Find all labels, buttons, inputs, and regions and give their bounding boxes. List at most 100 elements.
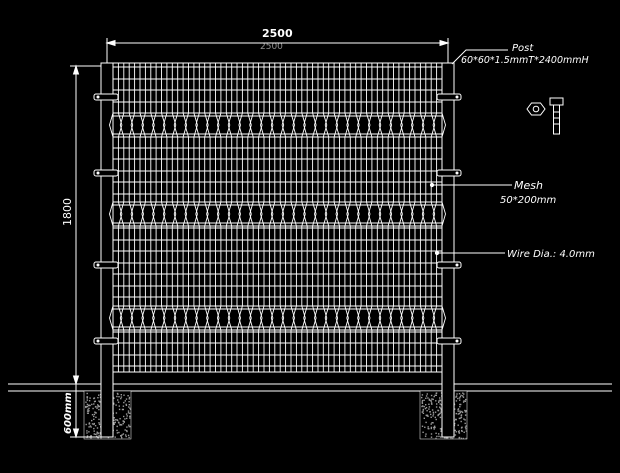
mesh-vertical-wire (130, 63, 136, 372)
height-dimension (70, 64, 101, 386)
mesh-spec: 50*200mm (500, 195, 557, 206)
mesh-vertical-wire (258, 63, 263, 372)
mesh-vertical-wire (430, 63, 436, 372)
mesh-vertical-wire (290, 63, 295, 372)
mesh-vertical-wire (292, 63, 297, 372)
width-arrow-right (439, 39, 450, 47)
mesh-vertical-wire (398, 63, 403, 372)
mesh-vertical-wire (206, 63, 211, 372)
mesh-vertical-wire (421, 63, 427, 372)
width-sub-label: 2500 (260, 42, 283, 52)
clip-left (93, 337, 119, 345)
width-label: 2500 (262, 27, 293, 40)
mesh-vertical-wire (109, 63, 114, 372)
mesh-vertical-wire (139, 63, 144, 372)
mesh-panel (109, 62, 446, 373)
mesh-vertical-wire (247, 63, 252, 372)
mesh-vertical-wire (411, 63, 416, 372)
mesh-vertical-wire (378, 63, 384, 372)
bolt-icon (549, 97, 564, 135)
mesh-vertical-wire (225, 63, 231, 372)
mesh-vertical-wire (270, 63, 276, 372)
mesh-vertical-wire (182, 63, 188, 372)
mesh-vertical-wire (357, 63, 362, 372)
mesh-frame (112, 62, 443, 373)
mesh-vertical-wire (432, 63, 438, 372)
post-leader-line (451, 49, 508, 65)
mesh-vertical-wire (303, 63, 308, 372)
wire-label: Wire Dia.: 4.0mm (507, 249, 595, 260)
mesh-vertical-wire (238, 63, 243, 372)
height-arrow-bottom (72, 375, 80, 386)
clip-left (93, 261, 119, 269)
mesh-vertical-wire (260, 63, 265, 372)
mesh-vertical-wire (419, 63, 425, 372)
clip-left (93, 169, 119, 177)
mesh-vertical-wire (281, 63, 287, 372)
clip-right (436, 261, 462, 269)
post-leader (451, 49, 508, 65)
post-clips (93, 93, 462, 345)
mesh-vertical-wire (195, 63, 200, 372)
mesh-vertical-wire (322, 63, 328, 372)
mesh-vertical-wire (376, 63, 382, 372)
mesh-vertical-wire (279, 63, 285, 372)
mesh-vertical-wire (236, 63, 241, 372)
mesh-vertical-wire (204, 63, 209, 372)
wire-leader-dot (434, 250, 440, 256)
mesh-vertical-wire (367, 63, 373, 372)
mesh-vertical-wire (150, 63, 155, 372)
mesh-vertical-wire (268, 63, 274, 372)
mesh-vertical-wire (333, 63, 339, 372)
wire-leader (434, 250, 505, 256)
clip-right (436, 93, 462, 101)
mesh-vertical-wire (216, 63, 222, 372)
mesh-vertical-wire (161, 63, 166, 372)
mesh-vertical-wire (346, 63, 351, 372)
mesh-vertical-wire (409, 63, 414, 372)
mesh-vertical-wire (355, 63, 360, 372)
height-arrow-top (72, 64, 80, 75)
mesh-vertical-wire (162, 63, 168, 372)
foundation-label: 600mm (63, 392, 74, 434)
mesh-vertical-wire (387, 63, 393, 372)
mesh-vertical-wire (152, 63, 157, 372)
mesh-vertical-wire (400, 63, 405, 372)
mesh-vertical-wire (314, 63, 319, 372)
mesh-vertical-wire (184, 63, 189, 372)
clip-left (93, 93, 119, 101)
mesh-vertical-wire (312, 63, 317, 372)
mesh-vertical-wire (301, 63, 306, 372)
mesh-title: Mesh (514, 179, 543, 192)
foundations (83, 390, 468, 440)
height-label: 1800 (61, 198, 74, 226)
post-title: Post (512, 43, 534, 54)
mesh-vertical-wire (215, 63, 220, 372)
mesh-vertical-wire (344, 63, 349, 372)
ground-lines (8, 383, 612, 392)
mesh-vertical-wire (141, 63, 146, 372)
mesh-vertical-wire (128, 63, 134, 372)
mesh-vertical-wire (366, 63, 371, 372)
mesh-vertical-wire (389, 63, 394, 372)
mesh-vertical-wire (441, 63, 446, 372)
foundation-dimension (70, 384, 101, 439)
mesh-vertical-wire (335, 63, 340, 372)
mesh-vertical-wire (249, 63, 254, 372)
width-dimension (105, 38, 450, 63)
post-spec: 60*60*1.5mmT*2400mmH (461, 55, 589, 66)
mesh-leader-dot (429, 182, 435, 188)
foundation-arrow-bottom (72, 428, 80, 439)
nut-icon (526, 102, 546, 116)
mesh-vertical-wire (324, 63, 330, 372)
mesh-vertical-wire (119, 63, 125, 372)
mesh-vertical-wire (171, 63, 177, 372)
mesh-vertical-wire (117, 63, 123, 372)
width-arrow-left (105, 39, 116, 47)
mesh-vertical-wire (173, 63, 179, 372)
mesh-vertical-wire (227, 63, 233, 372)
clip-right (436, 337, 462, 345)
mesh-vertical-wire (193, 63, 198, 372)
clip-right (436, 169, 462, 177)
